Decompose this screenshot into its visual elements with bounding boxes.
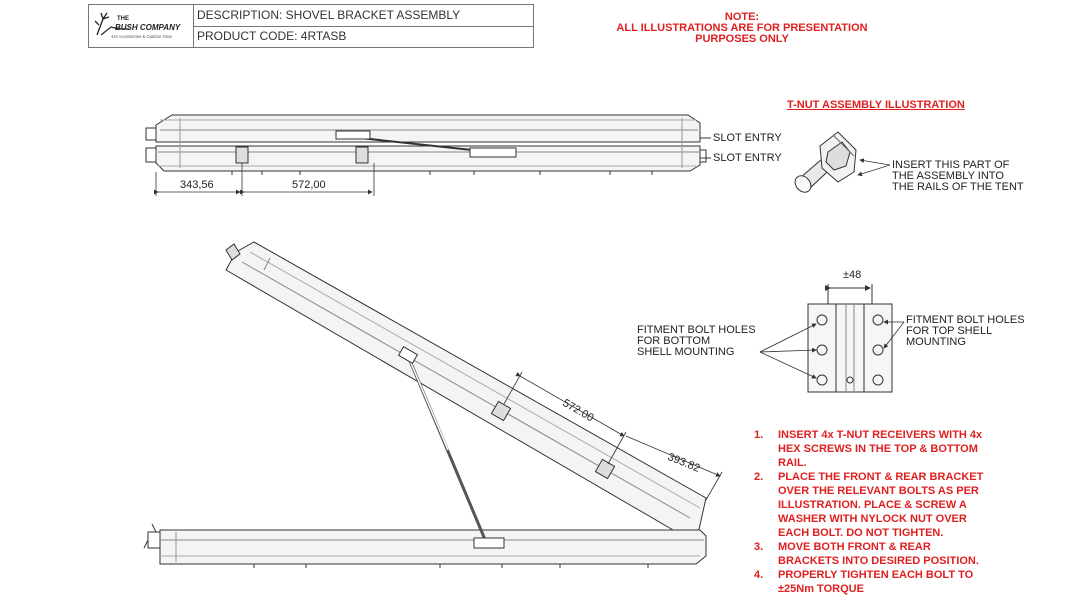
top-holes-callout-line3: MOUNTING xyxy=(906,336,966,348)
svg-text:BUSH COMPANY: BUSH COMPANY xyxy=(115,23,181,32)
title-block: THE BUSH COMPANY 4x4 Accessories & Outdo… xyxy=(88,4,534,48)
step-item: 1.INSERT 4x T-NUT RECEIVERS WITH 4x HEX … xyxy=(754,429,983,469)
tnut-callout-line2: THE ASSEMBLY INTO xyxy=(892,170,1004,182)
bracket-width-label: ±48 xyxy=(843,269,862,281)
top-holes-callout-line1: FITMENT BOLT HOLES xyxy=(906,314,1025,326)
description-field: DESCRIPTION: SHOVEL BRACKET ASSEMBLY xyxy=(193,5,533,27)
closed-tent-side-view xyxy=(145,114,707,175)
note-heading: NOTE: xyxy=(724,11,760,23)
slot-entry-upper-label: SLOT ENTRY xyxy=(713,132,782,144)
open-tent-side-view xyxy=(143,241,707,568)
assembly-steps: 1.INSERT 4x T-NUT RECEIVERS WITH 4x HEX … xyxy=(754,428,994,596)
tnut-title: T-NUT ASSEMBLY ILLUSTRATION xyxy=(787,99,965,111)
top-holes-callout-line2: FOR TOP SHELL xyxy=(906,325,993,337)
svg-text:4x4 Accessories & Outdoor Gear: 4x4 Accessories & Outdoor Gear xyxy=(111,34,173,39)
slot-entry-lower-label: SLOT ENTRY xyxy=(713,152,782,164)
t-nut-illustration xyxy=(794,131,857,193)
dim-343-label: 343,56 xyxy=(180,179,214,191)
bottom-holes-callout-line2: FOR BOTTOM xyxy=(637,335,711,347)
bracket-detail xyxy=(807,284,893,393)
step-item: 2.PLACE THE FRONT & REAR BRACKET OVER TH… xyxy=(754,471,984,539)
presentation-note: NOTE: ALL ILLUSTRATIONS ARE FOR PRESENTA… xyxy=(586,12,898,45)
bottom-holes-callout-line1: FITMENT BOLT HOLES xyxy=(637,324,756,336)
step-item: 3.MOVE BOTH FRONT & REAR BRACKETS INTO D… xyxy=(754,541,979,567)
product-code-field: PRODUCT CODE: 4RTASB xyxy=(197,29,347,43)
dim-572-label: 572,00 xyxy=(292,179,326,191)
bottom-holes-callout-line3: SHELL MOUNTING xyxy=(637,346,735,358)
tnut-callout-line3: THE RAILS OF THE TENT xyxy=(892,181,1024,193)
tnut-callout-line1: INSERT THIS PART OF xyxy=(892,159,1010,171)
note-text: ALL ILLUSTRATIONS ARE FOR PRESENTATION P… xyxy=(616,22,868,45)
step-item: 4.PROPERLY TIGHTEN EACH BOLT TO ±25Nm TO… xyxy=(754,569,974,595)
svg-text:THE: THE xyxy=(117,16,129,22)
